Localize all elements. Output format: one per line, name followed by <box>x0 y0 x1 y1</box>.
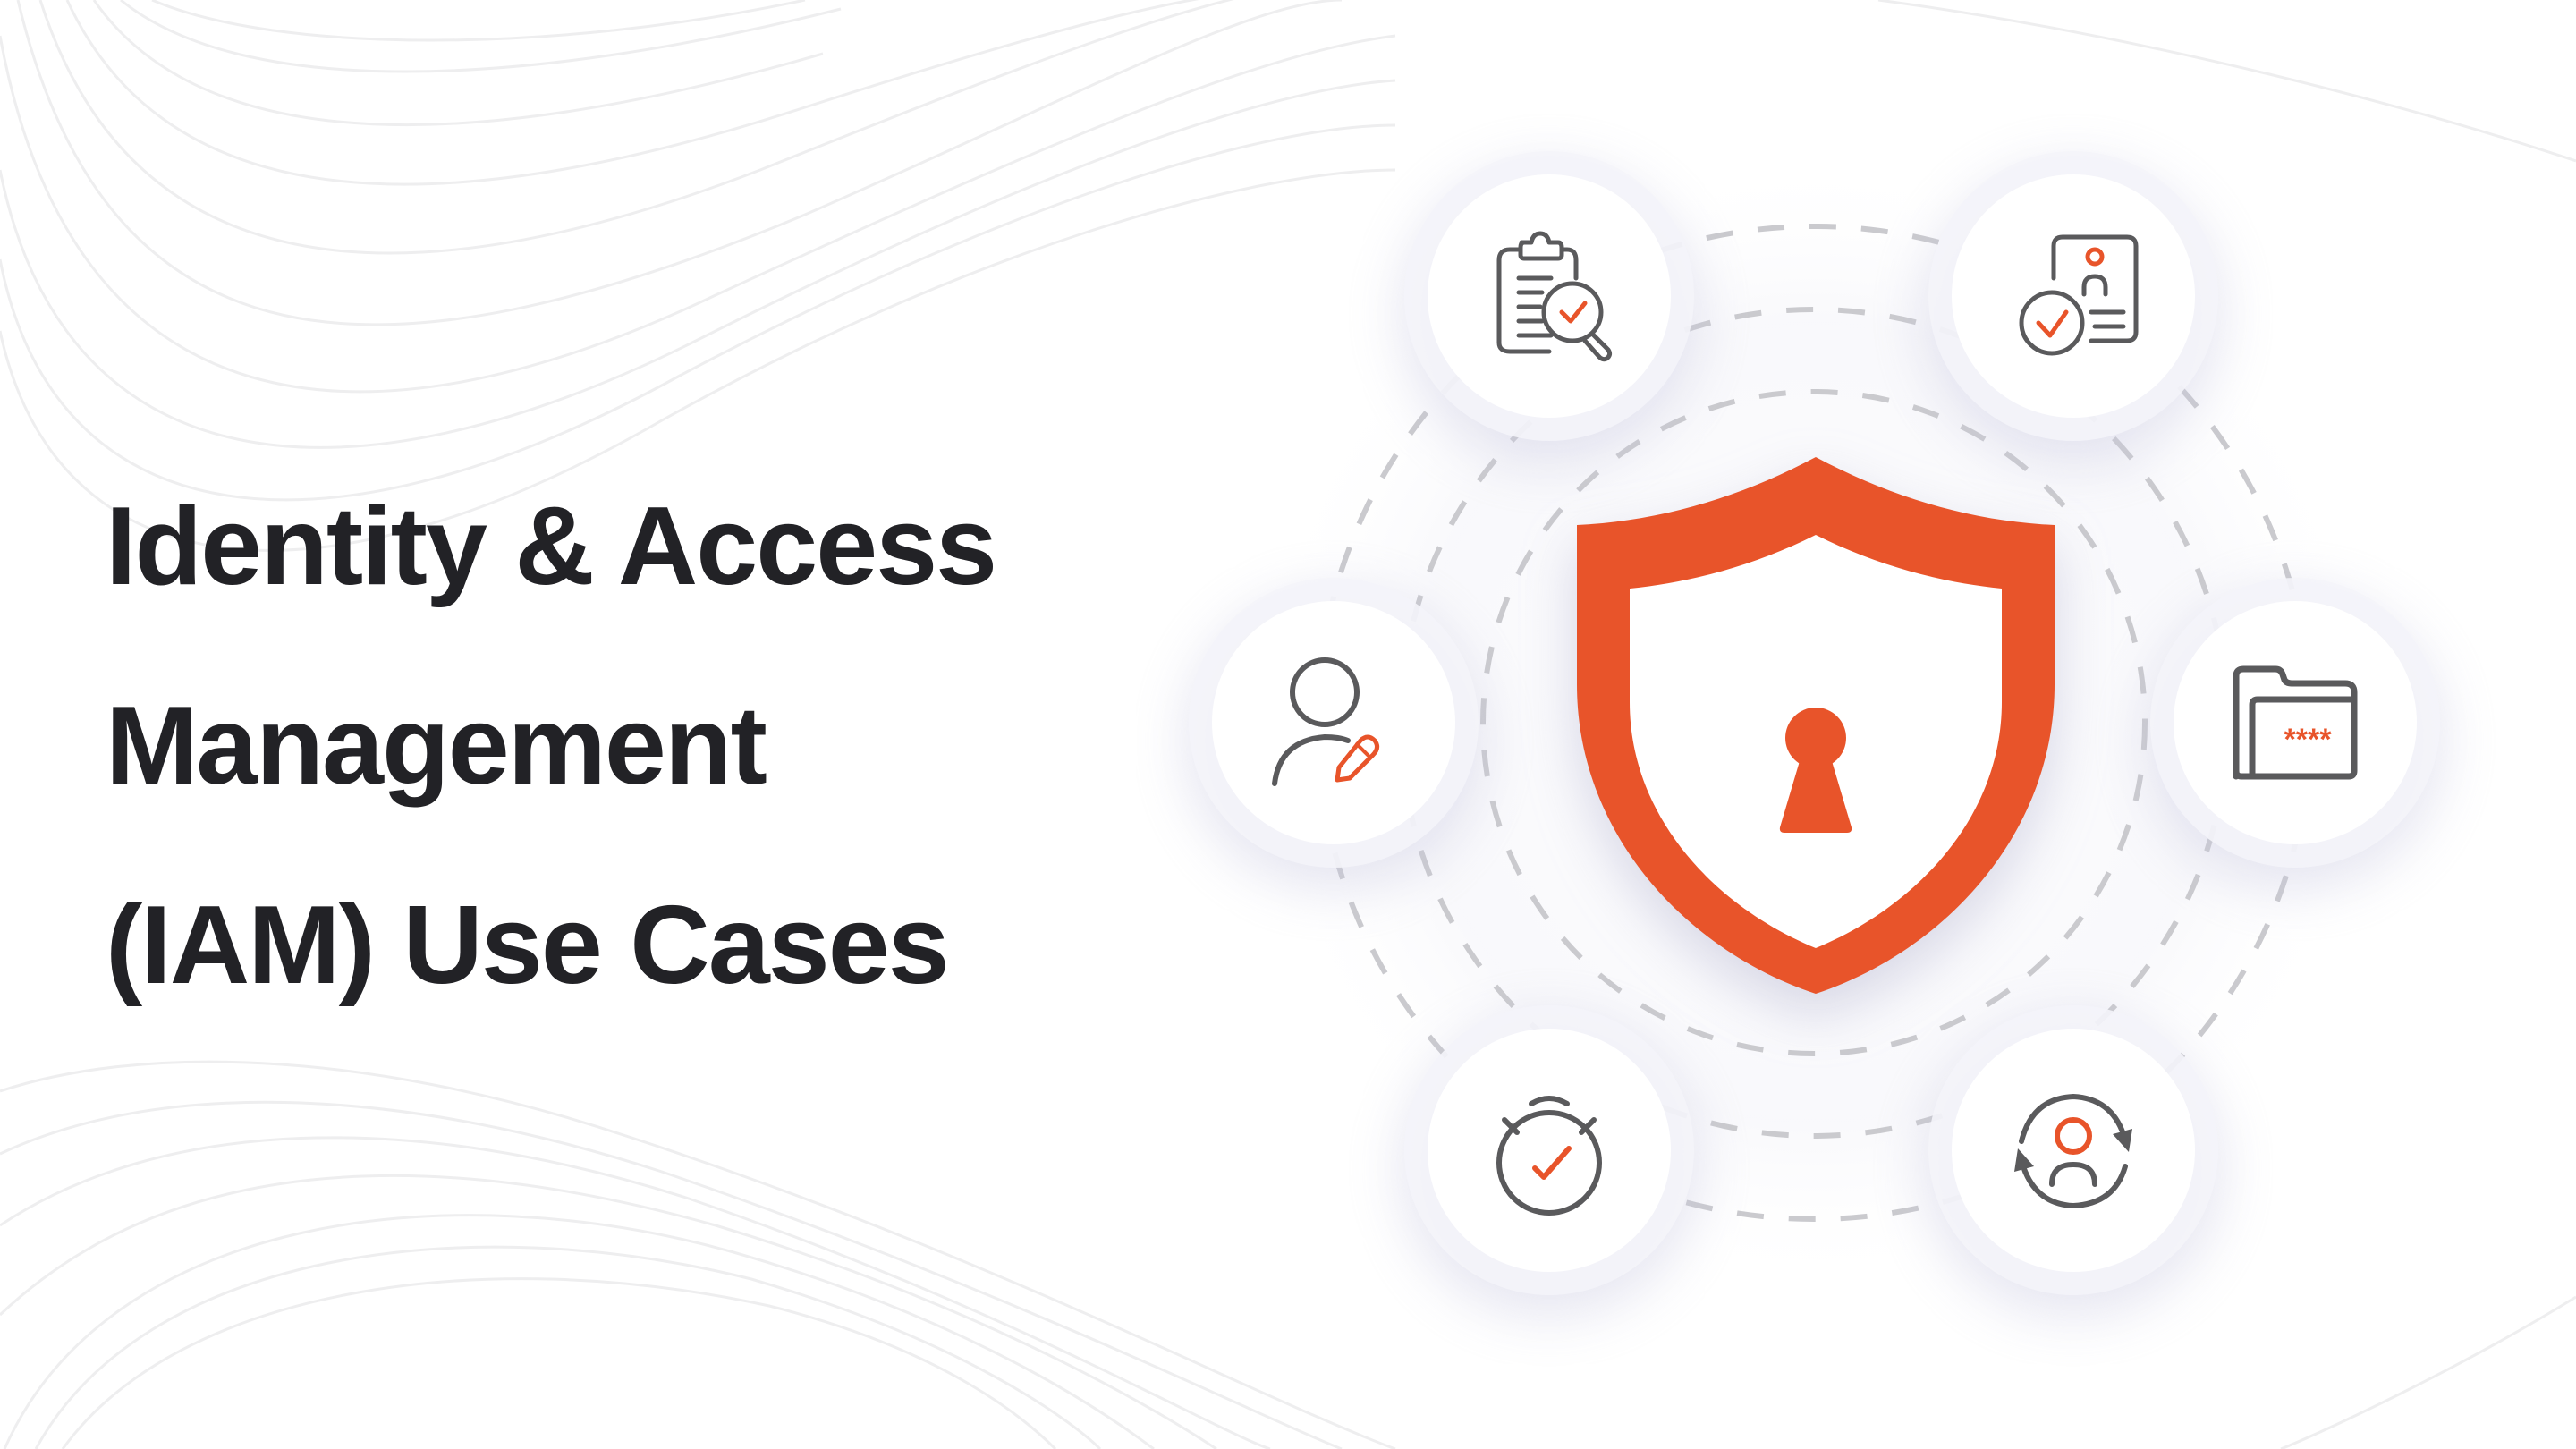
node-audit-compliance[interactable] <box>1428 174 1671 418</box>
user-edit-icon <box>1272 657 1380 786</box>
user-sync-icon <box>2014 1094 2132 1208</box>
node-access-lifecycle[interactable] <box>1952 1029 2195 1272</box>
title-line-3: (IAM) Use Cases <box>106 884 950 1007</box>
node-identity-verification[interactable] <box>1952 174 2195 418</box>
shield-keyhole-icon <box>1577 457 2055 994</box>
title-line-1: Identity & Access <box>106 485 997 608</box>
clipboard-search-check-icon <box>1496 231 1613 362</box>
id-card-verified-icon <box>2019 234 2139 356</box>
folder-password-icon: **** <box>2233 665 2358 780</box>
node-just-in-time-access[interactable] <box>1428 1029 1671 1272</box>
stopwatch-check-icon <box>1496 1096 1602 1216</box>
page-title: Identity & Access Management (IAM) Use C… <box>106 447 997 1046</box>
node-user-provisioning[interactable] <box>1212 601 1455 844</box>
node-privileged-access[interactable]: **** <box>2174 601 2417 844</box>
title-line-2: Management <box>106 684 767 808</box>
password-mask-text: **** <box>2284 723 2333 757</box>
